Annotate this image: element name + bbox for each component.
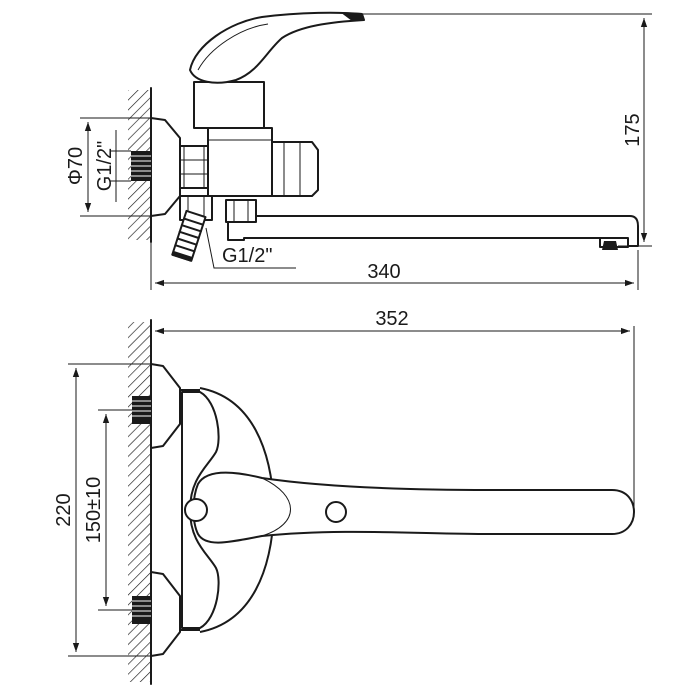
side-cartridge-housing xyxy=(193,81,265,129)
front-flange-bottom xyxy=(150,571,181,657)
dim-150-label: 150±10 xyxy=(83,477,105,544)
front-thread-bottom xyxy=(132,596,151,624)
side-spout xyxy=(227,215,639,247)
dim-175-label: 175 xyxy=(622,113,644,146)
side-lower-nut-right xyxy=(225,199,257,223)
dim-inlet-thread-label: G1/2" xyxy=(94,141,116,191)
side-lever-handle xyxy=(189,11,365,84)
wall-hatch-bottom xyxy=(128,322,151,682)
front-view: 352 220 150±10 xyxy=(53,308,635,685)
dim-340-label: 340 xyxy=(367,261,400,283)
front-lever-handle xyxy=(192,471,635,544)
front-flange-top xyxy=(150,363,181,449)
dim-outlet-thread-label: G1/2" xyxy=(222,245,272,267)
dim-352-label: 352 xyxy=(375,308,408,330)
front-handle-cap xyxy=(325,501,347,523)
side-mixer-body xyxy=(207,127,273,197)
side-diverter-housing xyxy=(271,141,319,197)
front-handle-pivot xyxy=(184,498,208,522)
side-view: 175 340 Φ70 G1/2" G1/2" xyxy=(65,11,652,290)
side-flange xyxy=(150,117,181,217)
side-hose-connector xyxy=(171,209,207,262)
dim-flange-label: Φ70 xyxy=(65,147,87,185)
dim-outlet-thread-leader xyxy=(205,227,296,269)
dim-220-label: 220 xyxy=(53,493,75,526)
front-thread-top xyxy=(132,396,151,424)
